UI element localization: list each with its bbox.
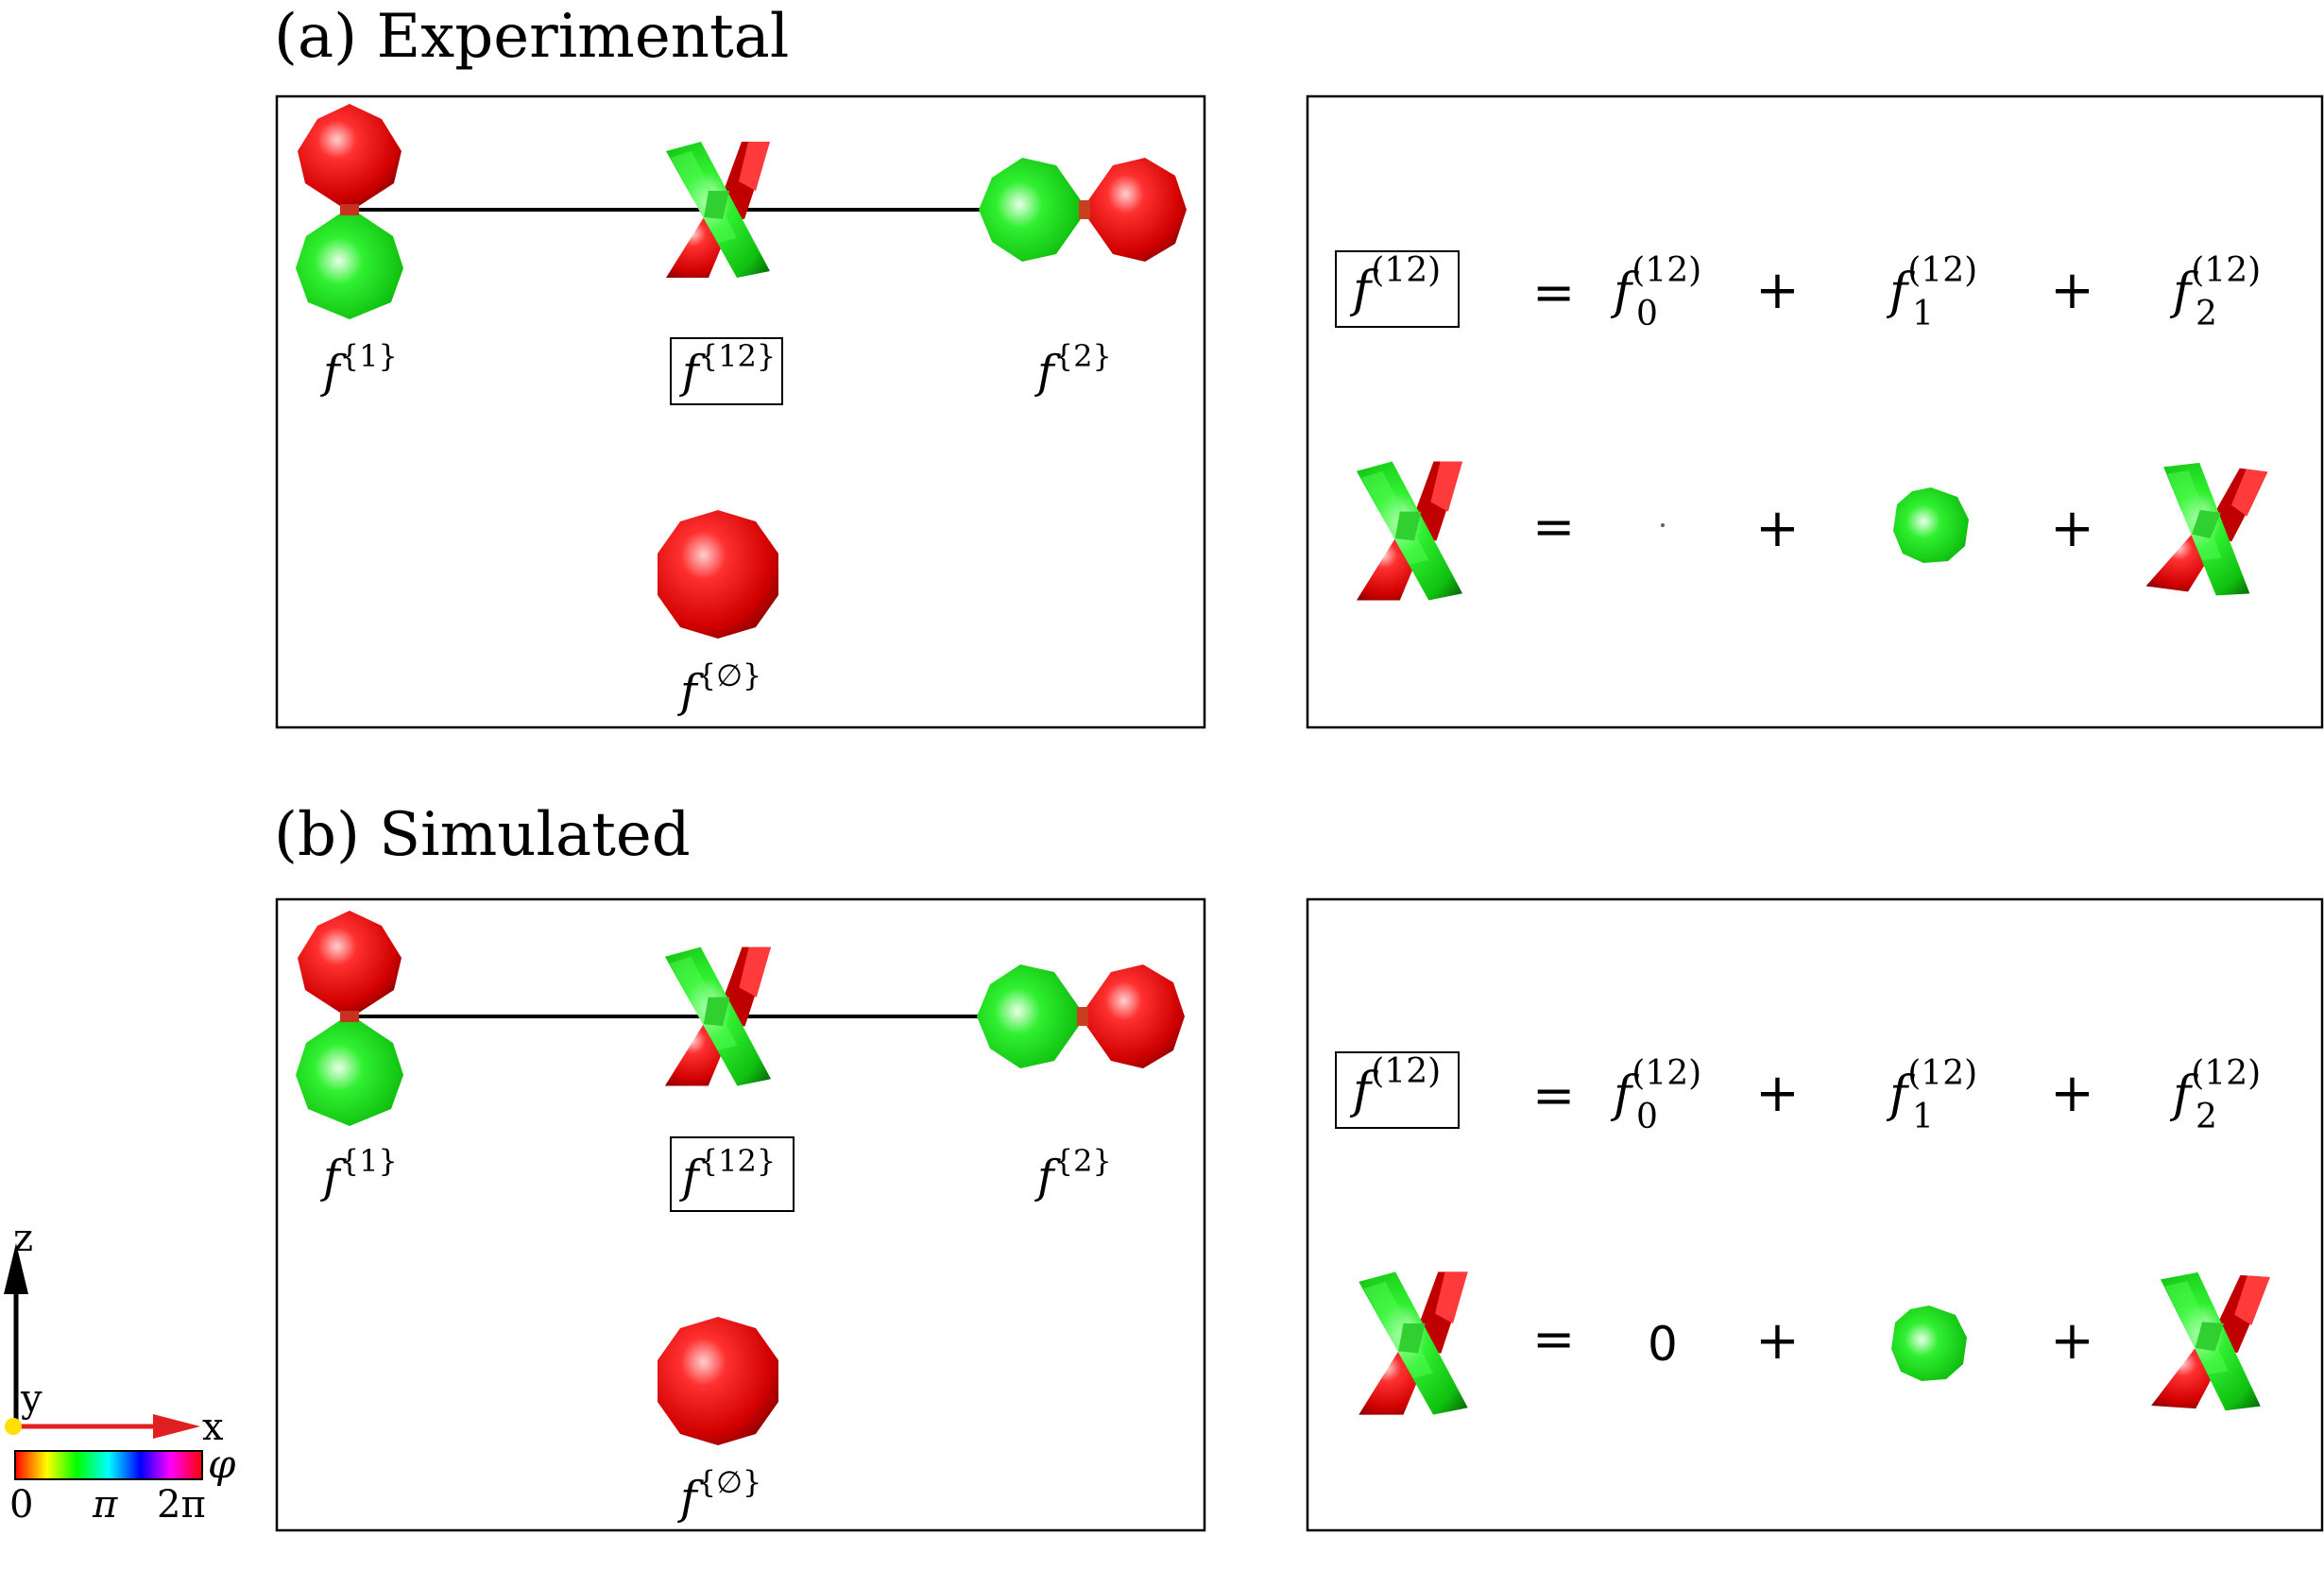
lhs-term: f(12) bbox=[1349, 1052, 1441, 1119]
decomposition-box bbox=[1306, 897, 2324, 1532]
glyph-fempty bbox=[658, 1317, 778, 1445]
plus-sign: + bbox=[1755, 498, 1800, 559]
axis-legend: z y x φ 0 π 2π bbox=[4, 1217, 236, 1527]
glyph-f2-term bbox=[2151, 1270, 2270, 1413]
origin-dot bbox=[5, 1418, 22, 1435]
plus-sign: + bbox=[2050, 498, 2094, 559]
structure-box bbox=[275, 94, 1206, 729]
label-f1: f{1} bbox=[320, 338, 398, 399]
glyph-f1-term bbox=[1891, 1305, 1967, 1381]
equals-sign: = bbox=[1532, 263, 1575, 322]
glyph-f2-term bbox=[2145, 457, 2268, 601]
plus-sign: + bbox=[2050, 260, 2094, 321]
plus-sign: + bbox=[1755, 260, 1800, 321]
panel-title: (a) Experimental bbox=[274, 2, 789, 72]
lhs-box bbox=[1335, 250, 1460, 328]
label-f2: f{2} bbox=[1034, 338, 1112, 399]
phase-colorbar bbox=[14, 1450, 203, 1480]
term-f2: f(12)2 bbox=[2169, 1054, 2261, 1136]
label-f12-box bbox=[670, 337, 783, 405]
panel-simulated: (b) Simulated f{1} f{12} f{2} f{∅} f(12)… bbox=[274, 800, 2324, 1532]
plus-sign: + bbox=[2050, 1063, 2094, 1124]
panel-experimental: (a) Experimental f{1} f{12} f{2} f{∅} f(… bbox=[274, 2, 2324, 729]
phase-symbol: φ bbox=[208, 1441, 236, 1487]
term-f2: f(12)2 bbox=[2169, 251, 2261, 333]
z-arrowhead-icon bbox=[4, 1243, 28, 1294]
term-f0: f(12)0 bbox=[1610, 1054, 1701, 1136]
term-f1: f(12)1 bbox=[1886, 251, 1977, 333]
label-f12: f{12} bbox=[679, 338, 776, 399]
plus-sign: + bbox=[1755, 1310, 1800, 1372]
glyph-lhs bbox=[1359, 1271, 1468, 1415]
glyph-f1-term bbox=[1893, 487, 1969, 563]
label-fempty: f{∅} bbox=[677, 1464, 761, 1525]
x-arrowhead-icon bbox=[153, 1414, 200, 1439]
glyph-lhs bbox=[1356, 461, 1463, 601]
plus-sign: + bbox=[2050, 1310, 2094, 1372]
equals-sign: = bbox=[1532, 1309, 1575, 1369]
label-fempty: f{∅} bbox=[677, 657, 761, 718]
plus-sign: + bbox=[1755, 1063, 1800, 1124]
glyph-f2 bbox=[979, 158, 1187, 262]
zero-term: 0 bbox=[1648, 1317, 1678, 1372]
label-f12-box bbox=[670, 1136, 795, 1212]
phase-tick-0: 0 bbox=[9, 1483, 33, 1527]
glyph-f0-dot bbox=[1661, 523, 1665, 527]
axis-z-label: z bbox=[13, 1217, 33, 1260]
equals-sign: = bbox=[1532, 497, 1575, 556]
panel-title: (b) Simulated bbox=[274, 800, 691, 870]
lhs-box bbox=[1335, 1051, 1460, 1129]
glyph-f2 bbox=[977, 964, 1185, 1068]
term-f1: f(12)1 bbox=[1886, 1054, 1977, 1136]
phase-tick-2pi: 2π bbox=[157, 1483, 206, 1527]
equals-sign: = bbox=[1532, 1066, 1575, 1125]
axis-y-label: y bbox=[20, 1377, 43, 1421]
structure-box bbox=[275, 897, 1206, 1532]
decomposition-box bbox=[1306, 94, 2324, 729]
label-f2: f{2} bbox=[1034, 1143, 1112, 1203]
label-f1: f{1} bbox=[320, 1143, 398, 1203]
lhs-term: f(12) bbox=[1349, 251, 1441, 318]
axis-x-label: x bbox=[202, 1406, 224, 1449]
label-f12: f{12} bbox=[679, 1143, 776, 1203]
glyph-fempty bbox=[658, 510, 778, 639]
term-f0: f(12)0 bbox=[1610, 251, 1701, 333]
phase-tick-pi: π bbox=[92, 1483, 118, 1527]
